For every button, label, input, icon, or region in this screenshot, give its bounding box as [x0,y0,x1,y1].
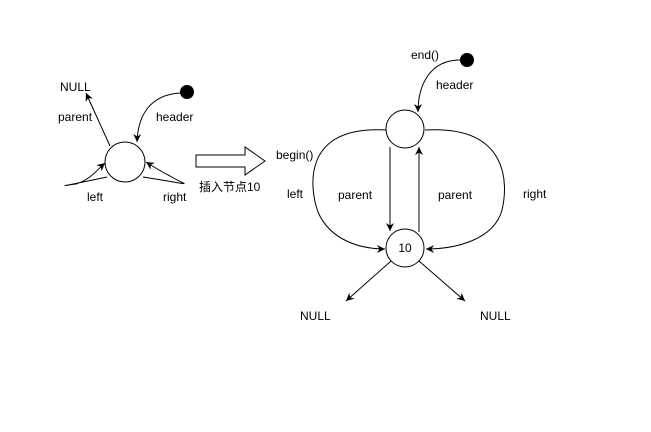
empty-tree: NULL parent header left right [58,80,194,204]
begin-label: begin() [276,148,313,162]
right-null-edge [418,260,466,302]
node-value-label: 10 [398,241,412,255]
transition-arrow-icon [195,146,266,176]
left-parent-label: parent [58,110,93,124]
insert-transition: 插入节点10 [195,146,266,194]
right-header-node [385,109,425,149]
left-right-label: right [163,190,187,204]
left-header-node [104,141,146,183]
left-header-dot [180,85,194,99]
right-header-edge [414,59,461,113]
right-parent-label-2: parent [438,188,473,202]
tree-after-insert: end() header begin() 10 left parent pare… [276,48,547,323]
inserted-node-10 [385,228,425,268]
left-null-label: NULL [60,80,91,94]
left-header-label: header [156,110,193,124]
null-right-label: NULL [480,309,511,323]
transition-caption: 插入节点10 [199,180,261,194]
right-left-label: left [287,187,304,201]
right-header-dot [460,53,474,67]
right-parent-label-1: parent [338,188,373,202]
left-left-loop [64,162,108,187]
left-header-edge [133,92,181,143]
null-left-label: NULL [300,309,331,323]
left-right-loop [142,161,185,185]
left-parent-edge [85,92,111,147]
right-right-label: right [523,187,547,201]
right-header-label: header [436,78,473,92]
left-left-label: left [87,190,104,204]
right-right-edge [424,129,505,253]
left-null-edge [345,260,392,302]
right-left-edge [312,129,387,253]
end-label: end() [411,48,439,62]
